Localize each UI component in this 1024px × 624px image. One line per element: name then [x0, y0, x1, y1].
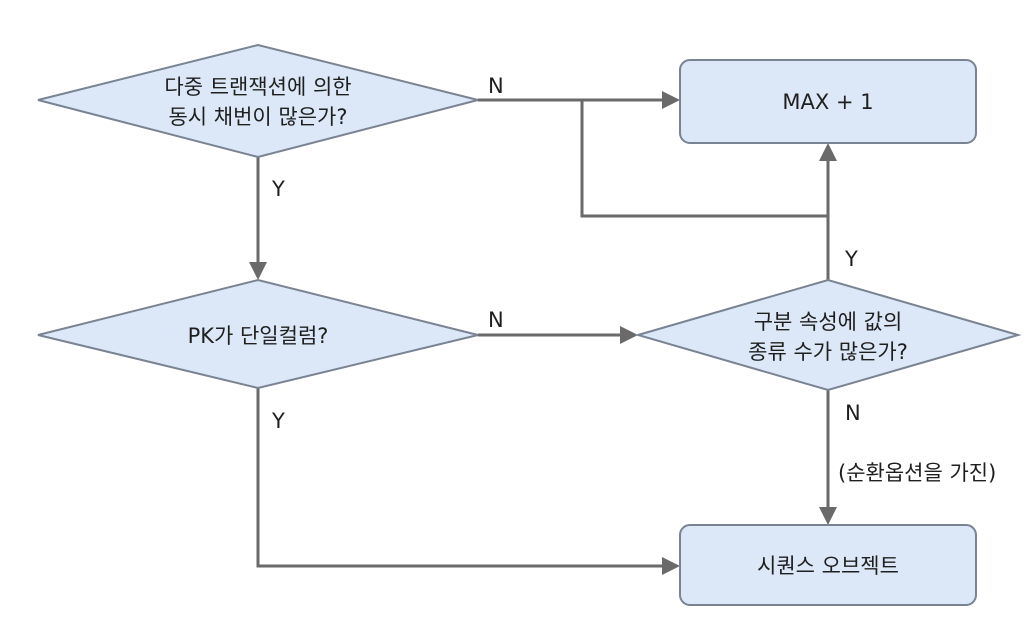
node-box-sequence-object: 시퀀스 오브젝트: [679, 524, 977, 606]
decision-multi-tx-line1: 다중 트랜잭션에 의한: [164, 75, 351, 99]
decision-diamond: [37, 278, 479, 390]
label-attr-values-no-note: (순환옵션을 가진): [838, 461, 996, 485]
label-pk-single-yes: Y: [271, 409, 285, 433]
arrowhead-max-bottom: [819, 143, 837, 161]
node-box-max-plus-one: MAX + 1: [679, 59, 977, 144]
edge-pk-to-sequence: [256, 388, 664, 568]
decision-diamond: [37, 43, 479, 159]
label-pk-single-no: N: [488, 308, 504, 332]
edge-join-connector: [580, 100, 828, 218]
arrowhead-pk-top: [249, 262, 267, 280]
decision-diamond: [634, 278, 1022, 392]
arrowhead-sequence-left: [662, 557, 680, 575]
node-decision-pk-single: PK가 단일컬럼?: [37, 278, 479, 390]
process-box: [679, 524, 977, 606]
box-sequence-object-label: 시퀀스 오브젝트: [757, 554, 899, 578]
decision-attr-values-line2: 종류 수가 많은가?: [748, 340, 908, 364]
edges: [249, 91, 837, 575]
label-multi-tx-yes: Y: [271, 177, 285, 201]
process-box: [679, 59, 977, 144]
arrowhead-attr-left: [620, 326, 638, 344]
label-attr-values-no: N: [845, 401, 861, 425]
decision-pk-single-label: PK가 단일컬럼?: [188, 324, 329, 348]
label-attr-values-yes: Y: [844, 247, 858, 271]
decision-multi-tx-line2: 동시 채번이 많은가?: [168, 105, 347, 129]
box-max-plus-one-label: MAX + 1: [782, 90, 873, 114]
decision-attr-values-line1: 구분 속성에 값의: [754, 310, 903, 334]
arrowhead-max-left: [662, 91, 680, 109]
label-multi-tx-no: N: [488, 74, 504, 98]
node-decision-multi-tx: 다중 트랜잭션에 의한 동시 채번이 많은가?: [37, 43, 479, 159]
node-decision-attr-values: 구분 속성에 값의 종류 수가 많은가?: [634, 278, 1022, 392]
arrowhead-sequence-top: [819, 507, 837, 525]
edge-labels: N Y N Y Y N (순환옵션을 가진): [271, 74, 996, 485]
